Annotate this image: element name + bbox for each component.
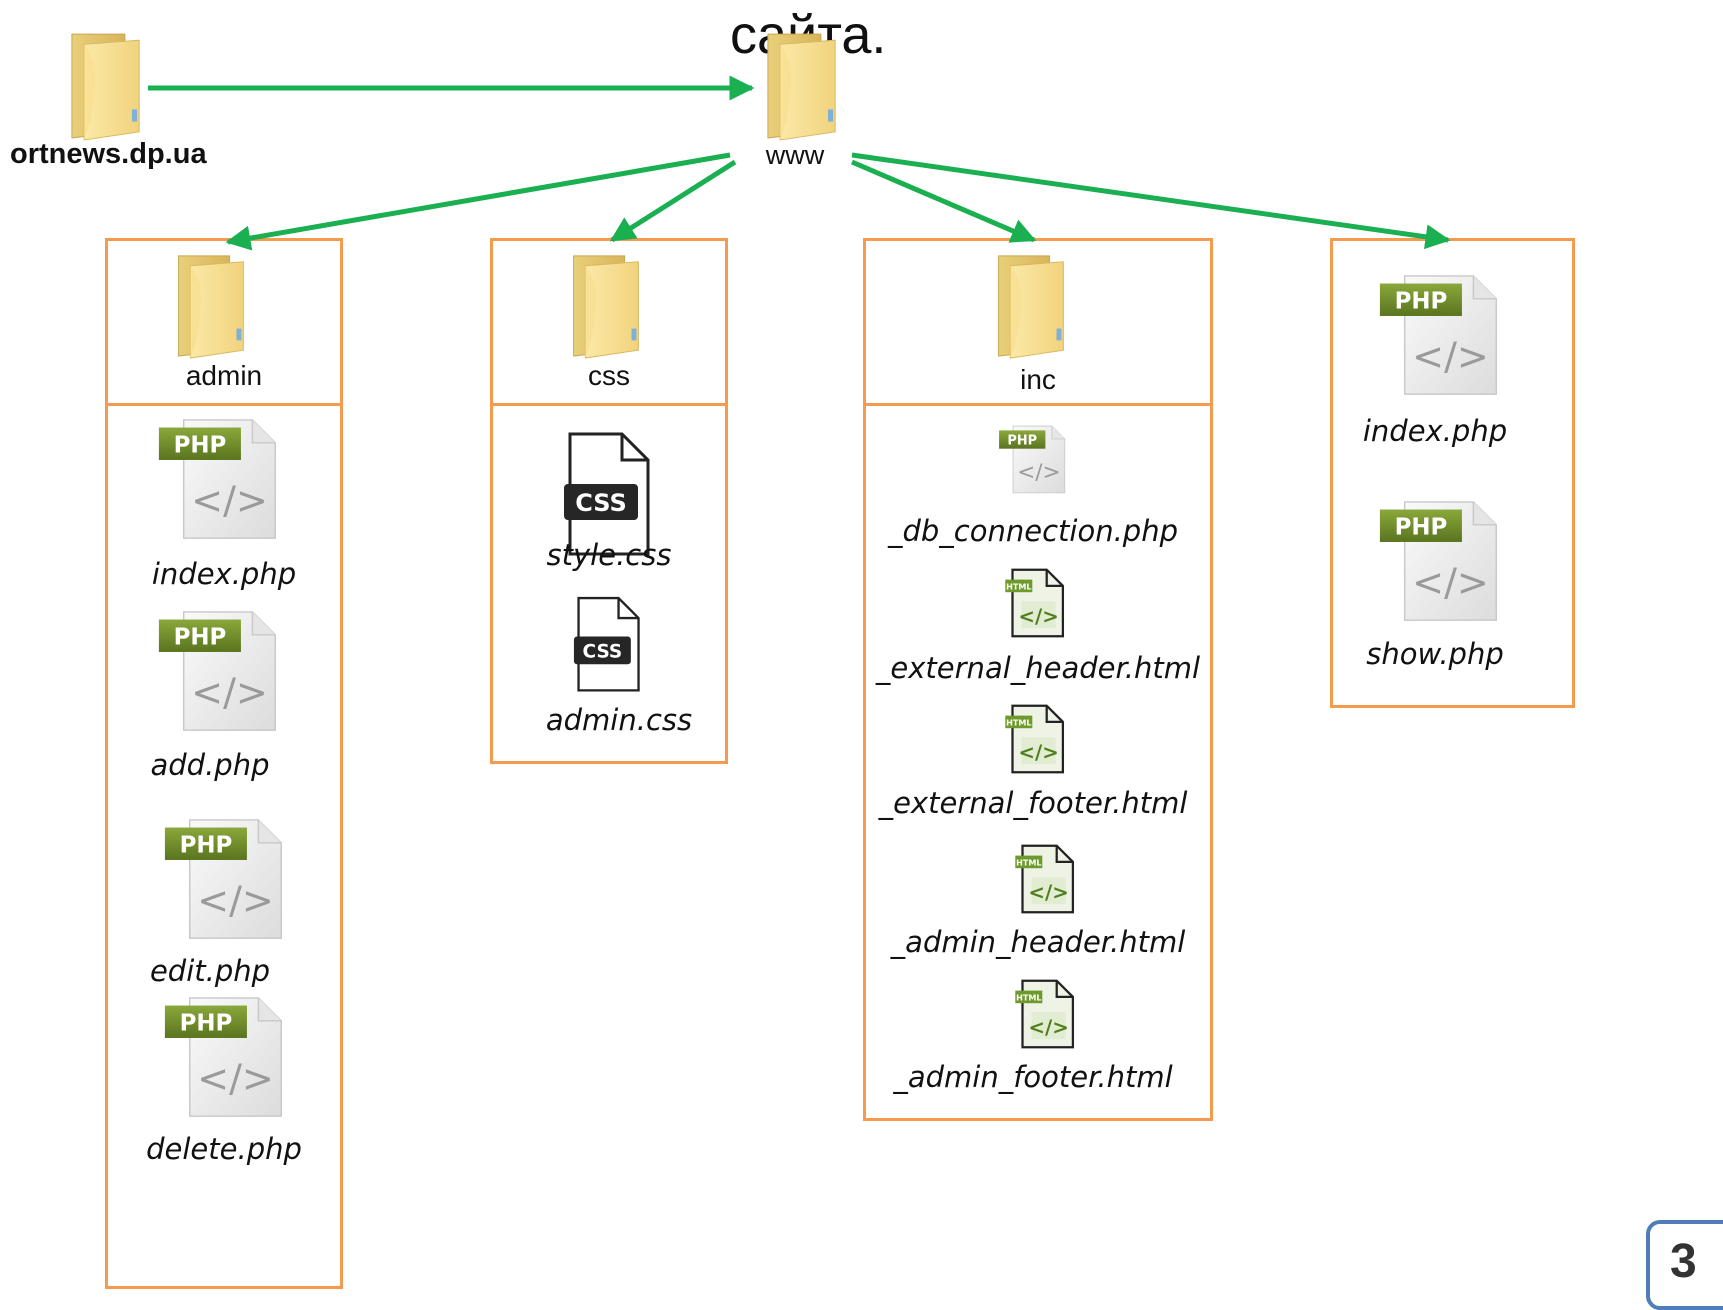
www-folder-label: www [765,140,825,170]
css-folder-label: css [588,360,630,391]
php-file-icon [998,420,1068,500]
file-name: add.php [150,748,270,782]
arrow-www-to-admin [225,152,731,251]
php-file-icon [163,996,287,1120]
arrow-www-to-inc [851,159,1037,243]
folder-icon [170,252,250,360]
file-name: show.php [1366,637,1504,671]
css-file-icon [562,595,652,695]
arrow-www-to-css [609,159,737,243]
php-file-icon [1378,500,1502,624]
html-file-icon [1010,978,1080,1050]
file-name: _external_header.html [875,651,1201,685]
admin-folder-label: admin [185,360,263,391]
html-file-icon [1000,567,1070,639]
php-file-icon [163,818,287,942]
page-number: 3 [1670,1235,1697,1288]
folder-icon [990,252,1070,360]
file-name: style.css [546,538,672,572]
root-folder-label: ortnews.dp.ua [10,138,207,170]
html-file-icon [1010,843,1080,915]
file-name: _external_footer.html [878,786,1188,820]
css-files-box [490,403,728,764]
admin-files-box [105,403,343,1289]
file-name: index.php [1362,414,1508,448]
inc-folder-label: inc [1020,364,1056,395]
file-name: edit.php [149,954,271,988]
root-files-box [1330,238,1575,708]
file-name: index.php [151,557,297,591]
php-file-icon [1378,274,1502,398]
php-file-icon [157,610,281,734]
file-name: _db_connection.php [887,514,1178,548]
folder-icon [565,252,645,360]
folder-icon [62,30,147,142]
inc-files-box [863,403,1213,1121]
arrow-www-to-root-files [851,152,1451,250]
php-file-icon [157,418,281,542]
file-name: admin.css [545,703,693,737]
file-name: delete.php [146,1132,302,1166]
page-number-badge: 3 [1646,1220,1723,1310]
html-file-icon [1000,703,1070,775]
file-name: _admin_header.html [890,925,1186,959]
folder-icon [758,30,843,142]
file-name: _admin_footer.html [893,1060,1173,1094]
